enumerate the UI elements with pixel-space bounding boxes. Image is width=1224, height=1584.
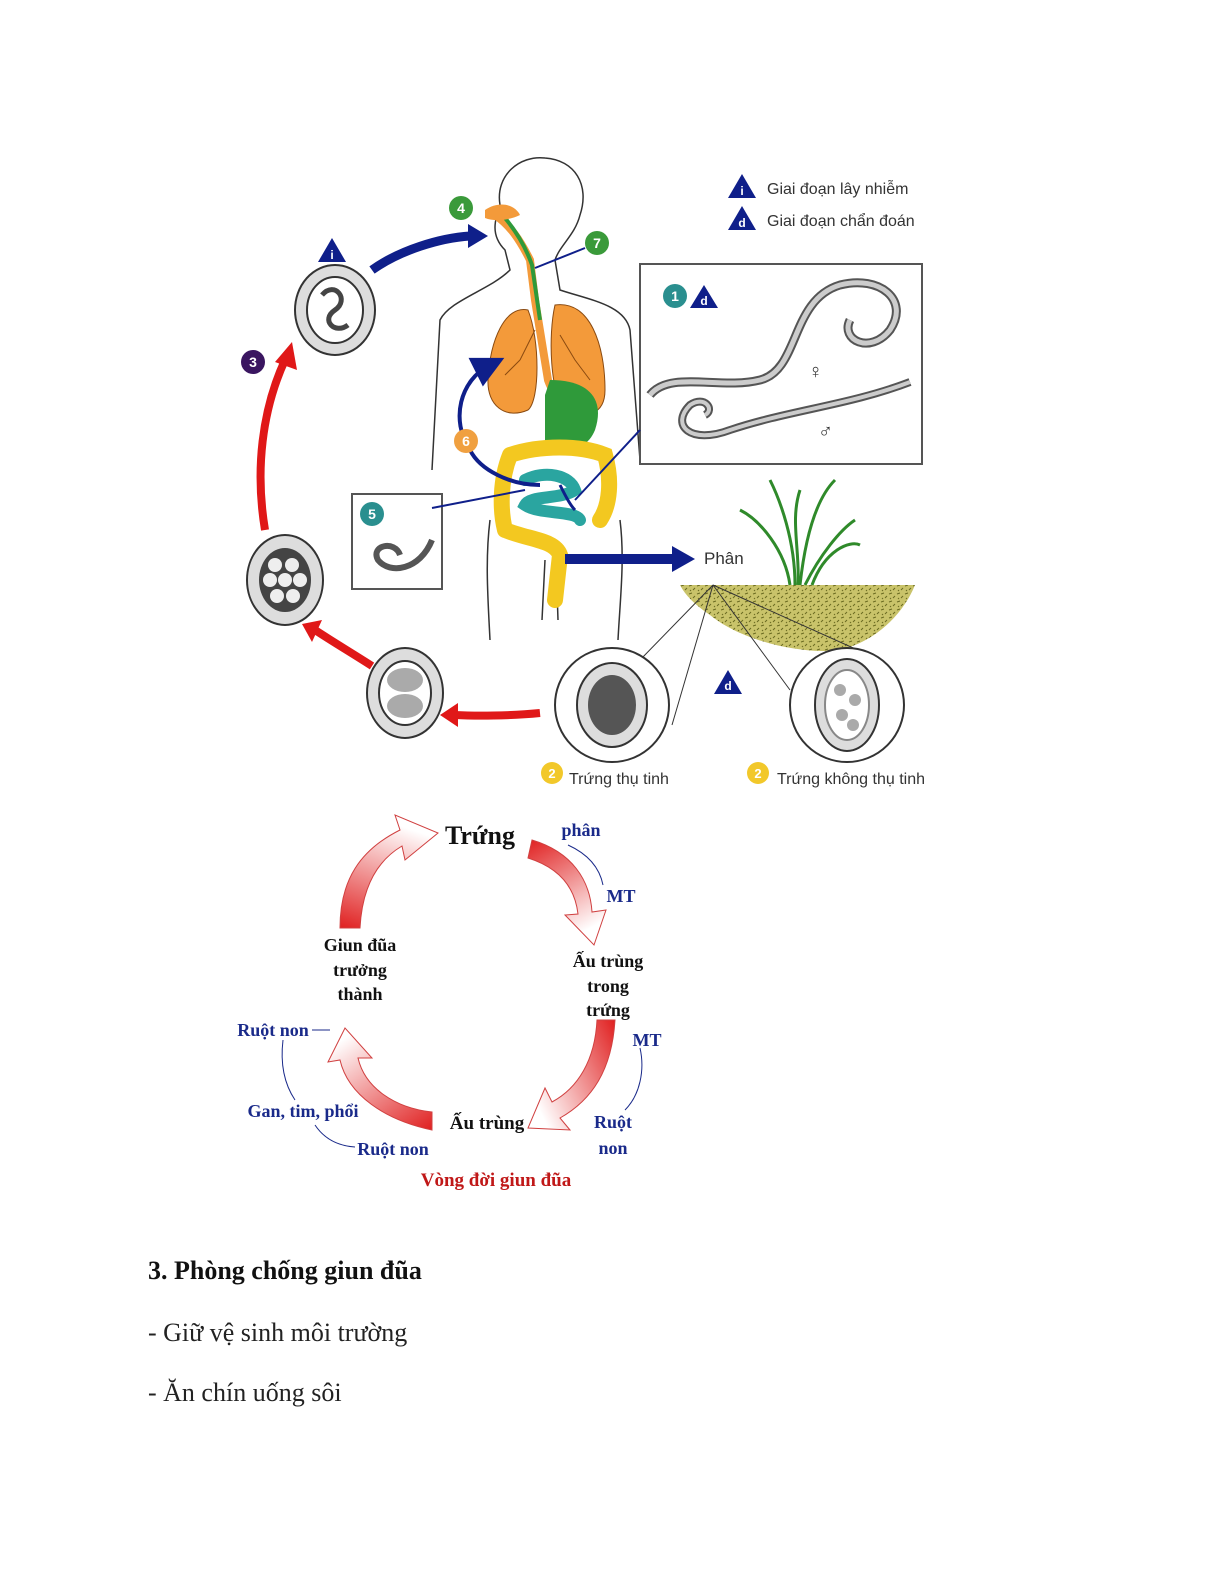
soil — [680, 585, 915, 651]
cycle-arrow-adult-to-egg — [339, 814, 439, 929]
label-larva-in-egg-1: Ấu trùng — [573, 950, 644, 971]
svg-text:d: d — [738, 216, 745, 230]
label-mt-top: MT — [607, 886, 636, 906]
arrow-cycle-2 — [312, 626, 375, 670]
feces-label: Phân — [704, 549, 744, 568]
male-symbol: ♂ — [818, 421, 833, 443]
label-feces: phân — [561, 820, 600, 840]
infective-stage-marker: i — [318, 238, 346, 262]
stage-6-marker: 6 — [454, 429, 478, 453]
legend-diagnostic: Giai đoạn chẩn đoán — [767, 212, 915, 230]
egg-morula — [246, 534, 324, 626]
svg-text:2: 2 — [548, 766, 555, 781]
svg-text:d: d — [700, 294, 707, 308]
fertilized-egg-label: Trứng thụ tinh — [569, 771, 669, 788]
svg-text:3: 3 — [249, 354, 257, 370]
legend-infective: Giai đoạn lây nhiễm — [767, 179, 908, 198]
label-small-intestine-right-1: Ruột — [594, 1112, 632, 1132]
label-small-intestine-bottom: Ruột non — [357, 1139, 429, 1159]
section-heading: 3. Phòng chống giun đũa — [148, 1256, 422, 1285]
svg-text:6: 6 — [462, 433, 470, 449]
lifecycle-cycle-diagram: Trứng phân MT Ấu trùng trong trứng MT Ru… — [237, 814, 662, 1191]
svg-text:4: 4 — [457, 200, 465, 216]
svg-text:1: 1 — [671, 288, 679, 304]
stage-7-marker: 7 — [534, 231, 609, 269]
stage-3-marker: 3 — [241, 350, 265, 374]
female-symbol: ♀ — [808, 361, 823, 383]
grass-plant — [739, 478, 861, 586]
svg-text:d: d — [724, 679, 731, 693]
larva-box: 5 — [351, 489, 526, 590]
bullet-item: - Giữ vệ sinh môi trường — [148, 1318, 408, 1347]
adult-worms-box: ♀ ♂ 1 d — [574, 263, 923, 501]
label-adult-3: thành — [337, 984, 382, 1004]
ascaris-lifecycle-figure: 3 4 7 6 i i Giai đoạn lây nhiễm d Giai đ… — [241, 157, 925, 788]
diagnostic-stage-marker: d — [714, 670, 742, 694]
svg-text:2: 2 — [754, 766, 761, 781]
cycle-arrow-to-larva — [527, 1019, 616, 1131]
arrow-cycle-3 — [256, 358, 289, 531]
left-lung — [487, 309, 538, 414]
bullet-item: - Ăn chín uống sôi — [148, 1378, 342, 1407]
label-larva-in-egg-2: trong — [587, 976, 629, 996]
diagram-caption: Vòng đời giun đũa — [421, 1170, 572, 1191]
label-larva: Ấu trùng — [450, 1112, 525, 1134]
cycle-arrow-egg-to-larva-in-egg — [527, 839, 607, 946]
cycle-arrow-larva-to-adult — [327, 1027, 433, 1131]
unfertilized-egg-label: Trứng không thụ tinh — [777, 771, 925, 788]
egg-two-cell — [366, 647, 444, 739]
svg-text:7: 7 — [593, 235, 601, 251]
label-small-intestine-right-2: non — [598, 1138, 627, 1158]
label-larva-in-egg-3: trứng — [586, 1000, 630, 1020]
stage-4-marker: 4 — [449, 196, 473, 220]
svg-text:i: i — [330, 248, 333, 262]
egg-infective — [294, 264, 376, 356]
label-mt-right: MT — [633, 1030, 662, 1050]
label-small-intestine-left: Ruột non — [237, 1020, 309, 1040]
legend: i Giai đoạn lây nhiễm d Giai đoạn chẩn đ… — [728, 174, 915, 230]
stomach — [545, 380, 598, 451]
svg-text:5: 5 — [368, 506, 376, 522]
mouth-cavity — [485, 204, 520, 221]
small-intestine — [517, 468, 586, 526]
label-adult-2: trưởng — [333, 960, 387, 980]
label-adult-1: Giun đũa — [324, 935, 397, 955]
fertilized-egg-circle — [554, 647, 670, 763]
unfertilized-egg-circle — [789, 647, 905, 763]
svg-text:i: i — [740, 184, 743, 198]
arrow-ingestion — [369, 231, 471, 274]
label-liver-heart-lung: Gan, tim, phổi — [247, 1101, 358, 1121]
arrow-cycle-1 — [454, 709, 541, 720]
trachea — [503, 216, 542, 321]
label-egg: Trứng — [445, 821, 515, 850]
